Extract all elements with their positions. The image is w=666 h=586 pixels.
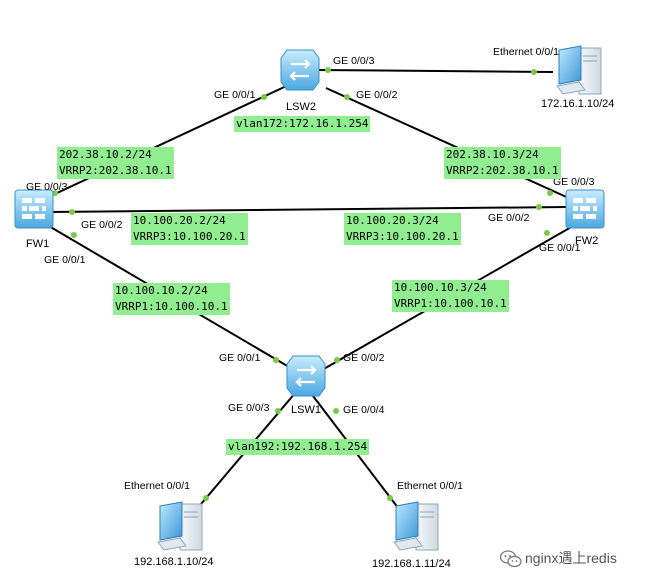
- port-label-lsw2-ge2: GE 0/0/2: [356, 89, 398, 101]
- pc-icon[interactable]: [556, 45, 602, 95]
- watermark: nginx遇上redis: [500, 548, 617, 568]
- port-label-fw1-ge3: GE 0/0/3: [26, 181, 68, 193]
- link-lsw2-fw2: [325, 87, 574, 201]
- device-label-fw1: FW1: [26, 238, 50, 250]
- port-dot: [261, 94, 267, 100]
- pc-icon[interactable]: [393, 501, 439, 551]
- host-ip-top-right: 172.16.1.10/24: [541, 98, 615, 110]
- switch-icon[interactable]: [286, 355, 326, 397]
- fw1-uplink-label: 202.38.10.2/24 VRRP2:202.38.10.1: [57, 147, 174, 179]
- switch-icon[interactable]: [280, 49, 320, 91]
- port-dot: [333, 408, 339, 414]
- port-label-pc-left-eth: Ethernet 0/0/1: [124, 480, 190, 492]
- port-dot: [275, 408, 281, 414]
- wechat-icon: [500, 550, 522, 568]
- watermark-text: nginx遇上redis: [525, 550, 617, 566]
- port-label-fw2-ge3: GE 0/0/3: [553, 176, 595, 188]
- port-label-lsw1-ge3: GE 0/0/3: [228, 402, 270, 414]
- port-dot: [547, 190, 553, 196]
- port-label-lsw1-ge1: GE 0/0/1: [219, 352, 261, 364]
- port-dots: [52, 67, 553, 501]
- port-dot: [531, 69, 537, 75]
- device-label-lsw2: LSW2: [286, 101, 316, 113]
- port-dot: [536, 204, 542, 210]
- host-ip-bottom-left: 192.168.1.10/24: [134, 556, 214, 568]
- port-label-fw1-ge1: GE 0/0/1: [44, 254, 86, 266]
- port-label-pc-right-eth: Ethernet 0/0/1: [397, 480, 463, 492]
- port-dot: [334, 357, 340, 363]
- firewall-icon[interactable]: [14, 189, 54, 229]
- port-label-pc-top-eth: Ethernet 0/0/1: [493, 46, 559, 58]
- link-lsw2-pc-top: [315, 69, 554, 73]
- port-dot: [325, 67, 331, 73]
- fw1-downlink-label: 10.100.10.2/24 VRRP1:10.100.10.1: [113, 283, 230, 315]
- fw2-heartbeat-label: 10.100.20.3/24 VRRP3:10.100.20.1: [344, 213, 461, 245]
- port-label-lsw1-ge2: GE 0/0/2: [343, 352, 385, 364]
- link-lsw2-fw1: [41, 81, 296, 201]
- port-dot: [71, 232, 77, 238]
- fw2-uplink-label: 202.38.10.3/24 VRRP2:202.38.10.1: [444, 147, 561, 179]
- link-fw1-fw2: [49, 206, 568, 213]
- port-label-fw2-ge1: GE 0/0/1: [539, 242, 581, 254]
- vlan192-label: vlan192:192.168.1.254: [226, 439, 370, 455]
- device-label-lsw1: LSW1: [291, 404, 321, 416]
- fw2-downlink-label: 10.100.10.3/24 VRRP1:10.100.10.1: [392, 280, 509, 312]
- port-label-lsw1-ge4: GE 0/0/4: [343, 404, 385, 416]
- port-label-lsw2-ge3: GE 0/0/3: [333, 55, 375, 67]
- device-label-fw2: FW2: [575, 235, 599, 247]
- port-dot: [544, 230, 550, 236]
- vlan172-label: vlan172:172.16.1.254: [234, 116, 371, 132]
- pc-icon[interactable]: [157, 501, 203, 551]
- port-label-lsw2-ge1: GE 0/0/1: [214, 89, 256, 101]
- port-dot: [344, 94, 350, 100]
- port-dot: [387, 495, 393, 501]
- host-ip-bottom-right: 192.168.1.11/24: [372, 558, 451, 570]
- fw1-heartbeat-label: 10.100.20.2/24 VRRP3:10.100.20.1: [131, 213, 248, 245]
- port-dot: [273, 357, 279, 363]
- port-label-fw2-ge2: GE 0/0/2: [488, 212, 530, 224]
- port-label-fw1-ge2: GE 0/0/2: [81, 219, 123, 231]
- port-dot: [69, 209, 75, 215]
- firewall-icon[interactable]: [565, 189, 605, 229]
- port-dot: [203, 495, 209, 501]
